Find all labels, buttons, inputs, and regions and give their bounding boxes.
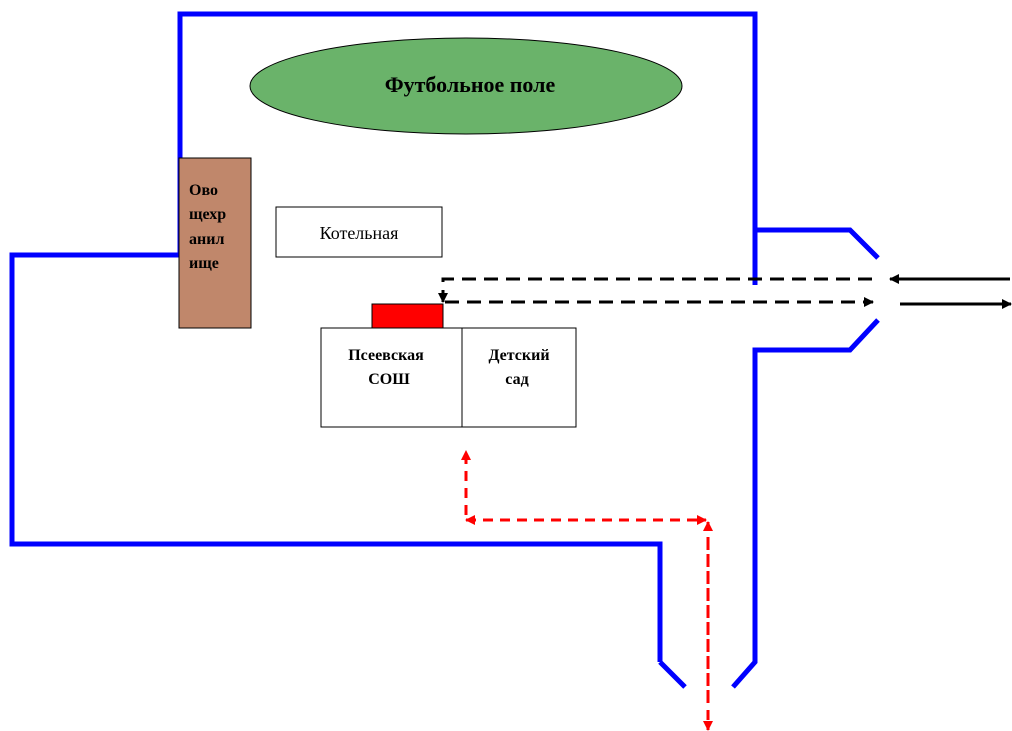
kindergarten-label-line-1: Детский — [488, 347, 549, 364]
vegetable-storage-line-1: Ово — [189, 182, 218, 199]
kindergarten-label-line-2: сад — [505, 371, 528, 388]
vehicle-route-internal — [438, 277, 874, 307]
boiler-house-shape — [275, 206, 443, 258]
vegetable-storage-shape — [178, 157, 252, 329]
school-building-shape — [320, 327, 577, 428]
vegetable-storage-line-2: щехр — [189, 206, 226, 223]
school-entrance-marker — [371, 303, 444, 329]
boiler-house: Котельная — [275, 206, 443, 258]
football-field: Футбольное поле — [249, 37, 683, 135]
vehicle-route-external — [889, 274, 1012, 309]
vegetable-storage-line-3: анил — [189, 231, 224, 248]
football-field-label: Футбольное поле — [385, 72, 556, 97]
school-building: Псеевская СОШ Детский сад — [320, 327, 577, 428]
boundary-right-east — [755, 227, 880, 260]
evacuation-route — [461, 450, 713, 731]
school-label-line-2: СОШ — [368, 371, 410, 388]
vehicle-route-inbound-dashed — [438, 277, 872, 303]
vegetable-storage: Ово щехр анил ище — [178, 157, 252, 329]
boundary-right-lower — [731, 318, 880, 689]
boundary-south-gate-left — [658, 660, 687, 689]
vegetable-storage-line-4: ище — [189, 255, 219, 272]
boiler-house-label: Котельная — [320, 223, 399, 243]
school-label-line-1: Псеевская — [348, 347, 424, 364]
football-field-shape — [249, 37, 683, 135]
